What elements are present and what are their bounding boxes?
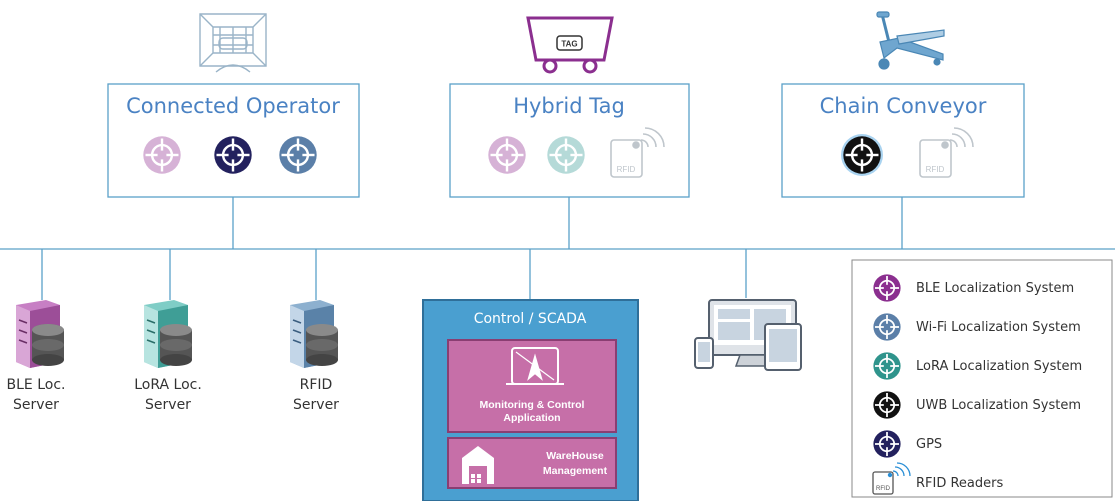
scada-title: Control / SCADA bbox=[474, 311, 587, 327]
server-label-line1: BLE Loc. bbox=[7, 377, 66, 393]
ble-legend-icon bbox=[872, 273, 902, 303]
tag-cart-icon: TAG bbox=[526, 16, 614, 74]
rfid-icon-text: RFID bbox=[926, 165, 945, 174]
legend-label: Wi-Fi Localization System bbox=[916, 320, 1081, 335]
server-rfid: RFID Server bbox=[290, 300, 339, 413]
database-server-icon bbox=[144, 300, 192, 368]
server-ble: BLE Loc. Server bbox=[7, 300, 66, 413]
ble-target-icon bbox=[487, 135, 527, 175]
server-label-line1: RFID bbox=[300, 377, 333, 393]
server-label-line2: Server bbox=[145, 397, 191, 413]
uwb-legend-icon bbox=[872, 390, 902, 420]
lora-target-icon bbox=[546, 135, 586, 175]
monitoring-app-icon bbox=[506, 347, 564, 385]
server-label-line2: Server bbox=[293, 397, 339, 413]
device-box bbox=[781, 83, 1025, 198]
legend-label: GPS bbox=[916, 437, 942, 452]
device-title: Hybrid Tag bbox=[513, 94, 625, 118]
device-connected-operator: Connected Operator bbox=[107, 13, 360, 198]
legend-label: UWB Localization System bbox=[916, 398, 1081, 413]
rfid-reader-icon: RFID bbox=[610, 127, 665, 178]
server-lora: LoRA Loc. Server bbox=[134, 300, 202, 413]
scada-panel: Control / SCADA Monitoring & Control App… bbox=[422, 299, 639, 501]
uwb-target-icon bbox=[842, 135, 882, 175]
database-server-icon bbox=[290, 300, 338, 368]
wifi-legend-icon bbox=[872, 312, 902, 342]
rfid-icon-text: RFID bbox=[617, 165, 636, 174]
monitoring-app-label-line2: Application bbox=[503, 412, 560, 424]
device-chain-conveyor: Chain Conveyor RFID bbox=[781, 11, 1025, 198]
legend-label: BLE Localization System bbox=[916, 281, 1074, 296]
ble-target-icon bbox=[142, 135, 182, 175]
device-title: Connected Operator bbox=[126, 94, 340, 118]
warehouse-icon bbox=[462, 446, 494, 484]
warehouse-label-line2: Management bbox=[543, 465, 608, 477]
rfid-reader-icon: RFID bbox=[919, 127, 974, 178]
gps-legend-icon bbox=[872, 429, 902, 459]
legend: BLE Localization System Wi-Fi Localizati… bbox=[851, 259, 1113, 498]
lora-legend-icon bbox=[872, 351, 902, 381]
network-lines bbox=[0, 197, 1115, 300]
legend-label: RFID Readers bbox=[916, 476, 1003, 491]
rfid-legend-icon: RFID bbox=[872, 462, 911, 495]
monitoring-app-box bbox=[447, 339, 617, 433]
tag-icon-text: TAG bbox=[561, 40, 577, 49]
vr-operator-icon bbox=[199, 13, 267, 73]
monitoring-app-label-line1: Monitoring & Control bbox=[480, 399, 585, 411]
server-label-line2: Server bbox=[13, 397, 59, 413]
database-server-icon bbox=[16, 300, 64, 368]
device-hybrid-tag: TAG Hybrid Tag RFID bbox=[449, 16, 690, 198]
server-label-line1: LoRA Loc. bbox=[134, 377, 202, 393]
legend-label: LoRA Localization System bbox=[916, 359, 1082, 374]
legend-box bbox=[851, 259, 1113, 498]
wifi-target-icon bbox=[278, 135, 318, 175]
device-title: Chain Conveyor bbox=[820, 94, 987, 118]
warehouse-label-line1: WareHouse bbox=[546, 450, 604, 462]
client-devices-icon bbox=[694, 299, 802, 371]
pallet-jack-icon bbox=[876, 11, 945, 70]
gps-target-icon bbox=[213, 135, 253, 175]
rfid-icon-text: RFID bbox=[876, 486, 891, 492]
